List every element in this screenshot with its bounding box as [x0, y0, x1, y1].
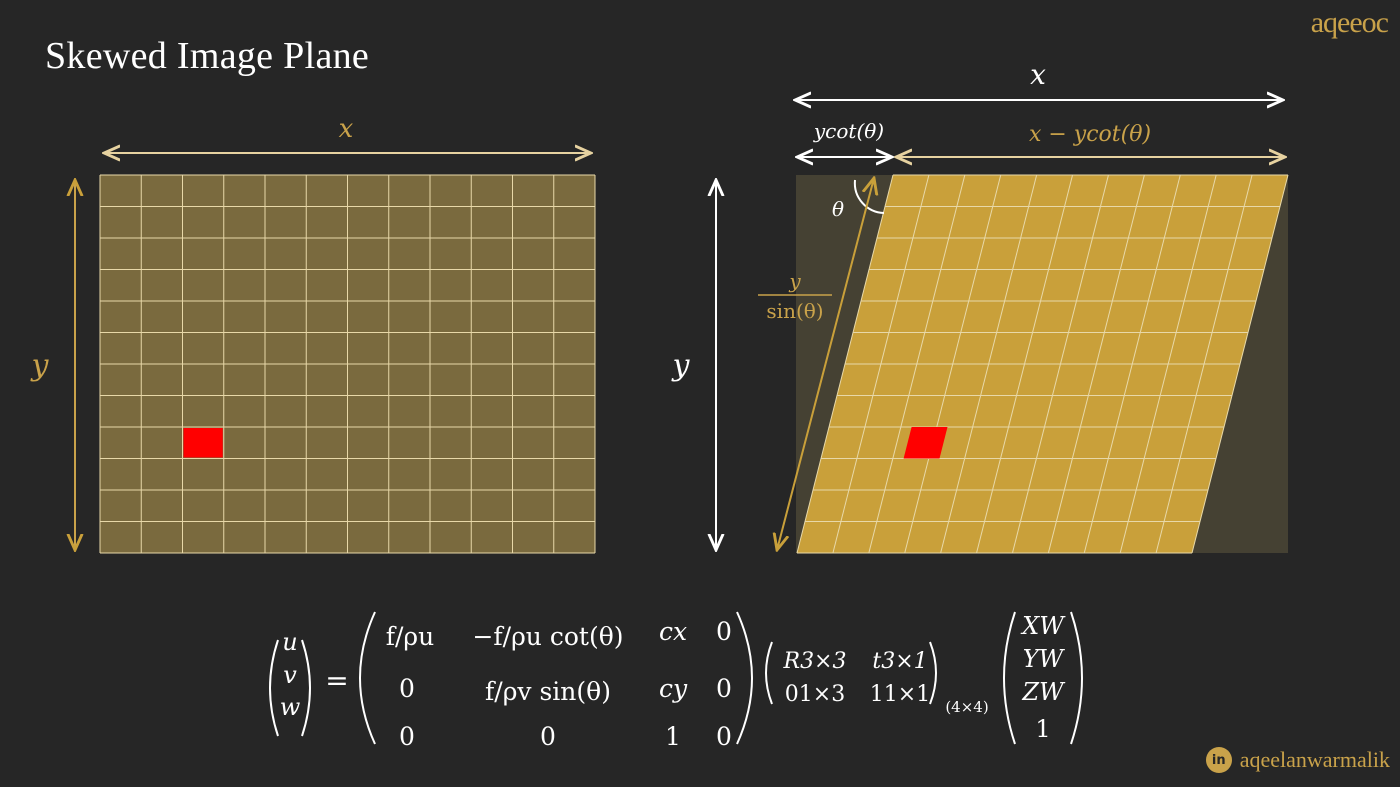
- linkedin-handle[interactable]: in aqeelanwarmalik: [1205, 747, 1390, 773]
- world-x: XW: [1020, 612, 1066, 640]
- left-y-label: y: [30, 348, 50, 383]
- extrinsic-subscript: (4×4): [945, 698, 988, 716]
- k34: 0: [716, 722, 732, 751]
- theta-label: θ: [832, 197, 844, 221]
- k21: 0: [399, 674, 415, 703]
- right-highlight-pixel: [903, 427, 948, 459]
- left-highlight-pixel: [183, 428, 223, 458]
- lhs-v: v: [283, 661, 297, 689]
- right-grid-lines: [796, 174, 1289, 554]
- k11: f/ρu: [386, 622, 434, 651]
- world-y: YW: [1023, 645, 1066, 673]
- lhs-left-paren: [269, 639, 279, 737]
- right-x-label: x: [1030, 58, 1046, 91]
- extrinsic-right-paren: [929, 641, 937, 705]
- k14: 0: [716, 617, 732, 646]
- world-one: 1: [1035, 715, 1050, 743]
- handle-name: aqeelanwarmalik: [1239, 747, 1390, 772]
- left-grid-diagram: x y: [30, 114, 596, 554]
- world-z: ZW: [1021, 678, 1066, 706]
- e11: R3×3: [783, 649, 847, 674]
- lhs-u: u: [282, 628, 297, 656]
- ycot-label: ycot(θ): [813, 119, 884, 143]
- brand-logo: aqeeᴏc: [1310, 6, 1389, 39]
- k13: cx: [659, 617, 687, 646]
- intrinsic-left-paren: [359, 611, 376, 745]
- world-left-paren: [1003, 611, 1016, 745]
- k22: f/ρv sin(θ): [485, 677, 611, 706]
- projection-equation: u v w = f/ρu −f/ρu cot(θ) cx 0 0 f/ρv si…: [269, 611, 1083, 751]
- k24: 0: [716, 674, 732, 703]
- e22: 11×1: [870, 682, 930, 707]
- k31: 0: [399, 722, 415, 751]
- intrinsic-right-paren: [736, 611, 753, 745]
- slide-title: Skewed Image Plane: [45, 35, 370, 77]
- k32: 0: [540, 722, 556, 751]
- k12: −f/ρu cot(θ): [472, 622, 623, 651]
- linkedin-icon: in: [1205, 747, 1232, 773]
- slant-arrow: [777, 178, 874, 550]
- extrinsic-left-paren: [765, 641, 773, 705]
- x-minus-ycot-label: x − ycot(θ): [1029, 122, 1151, 147]
- lhs-w: w: [280, 693, 301, 721]
- lhs-right-paren: [301, 639, 311, 737]
- world-right-paren: [1070, 611, 1083, 745]
- k33: 1: [665, 722, 681, 751]
- equals-sign: =: [325, 664, 348, 697]
- k23: cy: [659, 674, 688, 703]
- e12: t3×1: [872, 649, 927, 674]
- right-y-label: y: [671, 348, 691, 383]
- left-x-label: x: [339, 114, 354, 144]
- frac-denominator: sin(θ): [766, 299, 823, 323]
- left-grid-lines: [99, 174, 596, 554]
- right-skew-diagram: x ycot(θ) x − ycot(θ) θ y sin(θ) y: [671, 58, 1289, 554]
- frac-numerator: y: [788, 269, 801, 293]
- e21: 01×3: [785, 682, 845, 707]
